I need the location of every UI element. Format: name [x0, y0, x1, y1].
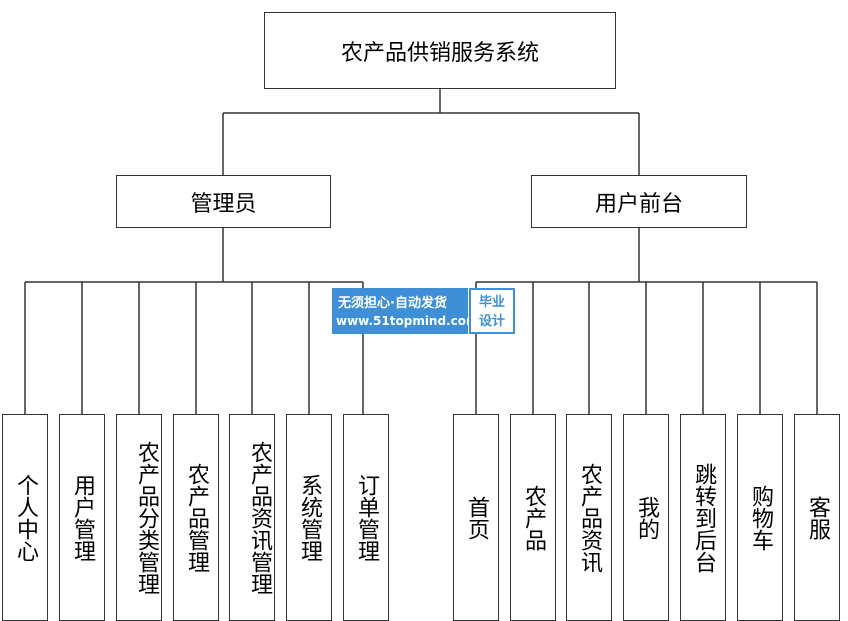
front-child-node: 我的 — [623, 414, 669, 621]
admin-child-label: 用户管理 — [70, 473, 95, 562]
front-child-label: 购物车 — [748, 484, 773, 551]
admin-child-node: 农产品资讯管理 — [229, 414, 275, 621]
root-node: 农产品供销服务系统 — [264, 12, 616, 89]
front-child-node: 跳转到后台 — [680, 414, 726, 621]
admin-node: 管理员 — [116, 175, 331, 228]
front-child-label: 跳转到后台 — [691, 462, 716, 573]
watermark-seal-line1: 毕业 — [478, 295, 505, 310]
front-child-label: 农产品资讯 — [577, 462, 602, 573]
front-child-node: 农产品 — [510, 414, 556, 621]
front-child-label: 农产品 — [521, 484, 546, 551]
admin-child-label: 系统管理 — [297, 473, 322, 562]
watermark-seal: 毕业 设计 — [469, 288, 515, 334]
watermark-text-panel: 无须担心·自动发货 www.51topmind.com — [332, 288, 479, 334]
admin-child-label: 农产品资讯管理 — [247, 440, 272, 595]
admin-child-label: 个人中心 — [13, 473, 38, 562]
front-child-node: 客服 — [794, 414, 840, 621]
admin-child-node: 农产品分类管理 — [116, 414, 162, 621]
admin-child-node: 系统管理 — [286, 414, 332, 621]
watermark-slogan: 无须担心·自动发货 — [338, 296, 447, 311]
admin-child-node: 农产品管理 — [173, 414, 219, 621]
front-child-node: 首页 — [453, 414, 499, 621]
watermark-url: www.51topmind.com — [336, 314, 479, 328]
admin-child-label: 订单管理 — [354, 473, 379, 562]
admin-child-node: 订单管理 — [343, 414, 389, 621]
front-child-node: 农产品资讯 — [566, 414, 612, 621]
admin-child-label: 农产品分类管理 — [134, 440, 159, 595]
front-child-label: 我的 — [634, 495, 659, 540]
front-node-label: 用户前台 — [594, 191, 683, 217]
admin-child-node: 个人中心 — [2, 414, 48, 621]
admin-child-label: 农产品管理 — [184, 462, 209, 573]
watermark-badge: 无须担心·自动发货 www.51topmind.com 毕业 设计 — [332, 288, 516, 334]
admin-child-node: 用户管理 — [59, 414, 105, 621]
root-node-label: 农产品供销服务系统 — [340, 40, 539, 66]
front-child-label: 首页 — [464, 495, 489, 540]
front-node: 用户前台 — [531, 175, 747, 228]
admin-node-label: 管理员 — [190, 191, 257, 217]
watermark-seal-line2: 设计 — [478, 314, 505, 329]
front-child-node: 购物车 — [737, 414, 783, 621]
front-child-label: 客服 — [805, 495, 830, 540]
